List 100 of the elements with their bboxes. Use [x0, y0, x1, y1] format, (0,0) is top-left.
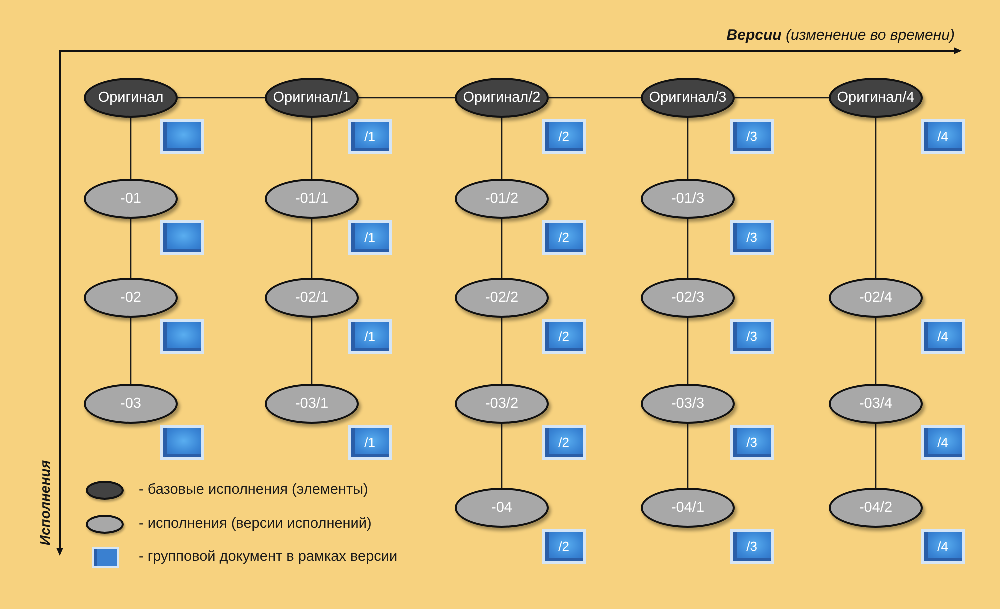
version-ellipse	[829, 278, 923, 318]
document-label: /3	[746, 130, 758, 143]
version-ellipse	[829, 384, 923, 424]
document-label: /4	[938, 540, 948, 553]
ellipse-label: -04/2	[859, 500, 893, 516]
connector-line	[875, 318, 877, 384]
connector-line	[549, 97, 641, 99]
document-tile	[730, 119, 774, 154]
document-label: /3	[746, 330, 758, 343]
ellipse-label: -03	[120, 396, 142, 412]
ellipse-label: Оригинал	[98, 90, 164, 106]
connector-line	[178, 97, 265, 99]
connector-line	[311, 318, 313, 384]
document-tile	[542, 529, 586, 564]
document-tile	[160, 220, 204, 255]
version-ellipse	[84, 278, 178, 318]
connector-line	[875, 424, 877, 488]
ellipse-label: Оригинал/1	[273, 90, 351, 106]
ellipse-label: -01/1	[295, 192, 329, 206]
document-label: /1	[364, 330, 376, 343]
document-tile	[160, 319, 204, 354]
document-label: /4	[938, 330, 948, 343]
version-ellipse	[829, 488, 923, 528]
base-element-ellipse	[84, 78, 178, 118]
document-tile	[348, 220, 392, 255]
version-ellipse	[641, 278, 735, 318]
document-label: /1	[364, 231, 376, 244]
connector-line	[501, 219, 503, 278]
document-label: /2	[558, 540, 570, 553]
document-tile	[542, 220, 586, 255]
document-tile	[160, 119, 204, 154]
version-ellipse	[641, 179, 735, 219]
connector-line	[130, 219, 132, 278]
document-tile	[160, 425, 204, 460]
ellipse-label: Оригинал/3	[649, 90, 727, 106]
version-ellipse	[455, 488, 549, 528]
document-label: /3	[746, 231, 758, 244]
connector-line	[311, 219, 313, 278]
ellipse-label: Оригинал/4	[837, 90, 915, 106]
ellipse-label: -04	[492, 500, 512, 516]
connector-line	[359, 97, 455, 99]
document-label: /2	[558, 330, 570, 343]
version-ellipse	[265, 179, 359, 219]
document-label: /4	[938, 436, 948, 449]
document-label: /2	[558, 130, 570, 143]
ellipse-label: -02	[120, 290, 142, 306]
version-ellipse	[265, 384, 359, 424]
legend-text: - групповой документ в рамках версии	[139, 548, 398, 566]
connector-line	[687, 118, 689, 179]
connector-line	[501, 424, 503, 488]
document-tile	[730, 529, 774, 564]
ellipse-label: -03/4	[859, 396, 893, 412]
version-ellipse	[455, 384, 549, 424]
base-element-ellipse	[455, 78, 549, 118]
base-element-ellipse	[641, 78, 735, 118]
version-ellipse	[84, 179, 178, 219]
ellipse-label: -01/2	[485, 192, 519, 206]
connector-line	[130, 318, 132, 384]
document-label: /3	[746, 436, 758, 449]
base-element-ellipse	[265, 78, 359, 118]
ellipse-label: -01/3	[671, 192, 705, 206]
document-tile	[542, 425, 586, 460]
connector-line	[735, 97, 829, 99]
connector-line	[687, 318, 689, 384]
ellipse-label: -03/3	[671, 396, 705, 412]
document-tile	[730, 319, 774, 354]
document-tile	[921, 425, 965, 460]
legend-text: - базовые исполнения (элементы)	[139, 481, 368, 499]
ellipse-label: -02/4	[859, 290, 893, 306]
document-label: /2	[558, 436, 570, 449]
ellipse-label: -02/1	[295, 290, 329, 306]
document-tile	[542, 319, 586, 354]
document-tile	[730, 220, 774, 255]
document-tile	[348, 319, 392, 354]
connector-line	[687, 219, 689, 278]
axis-title: Версии (изменение во времени)	[726, 27, 955, 44]
axis-title: Исполнения	[37, 460, 53, 546]
document-label: /1	[364, 130, 376, 143]
base-element-ellipse	[829, 78, 923, 118]
connector-line	[501, 318, 503, 384]
legend-text: - исполнения (версии исполнений)	[139, 515, 372, 533]
connector-line	[875, 118, 877, 278]
ellipse-label: Оригинал/2	[463, 90, 541, 106]
document-tile	[730, 425, 774, 460]
document-label: /4	[938, 130, 948, 143]
document-label: /1	[364, 436, 376, 449]
version-ellipse	[455, 179, 549, 219]
version-ellipse	[84, 384, 178, 424]
ellipse-label: -03/2	[485, 396, 519, 412]
document-tile	[921, 529, 965, 564]
document-tile	[921, 119, 965, 154]
version-ellipse	[641, 488, 735, 528]
document-tile	[348, 119, 392, 154]
connector-line	[311, 118, 313, 179]
version-ellipse	[641, 384, 735, 424]
document-tile	[542, 119, 586, 154]
ellipse-label: -03/1	[295, 396, 329, 412]
document-tile	[348, 425, 392, 460]
ellipse-label: -02/2	[485, 290, 519, 306]
connector-line	[687, 424, 689, 488]
